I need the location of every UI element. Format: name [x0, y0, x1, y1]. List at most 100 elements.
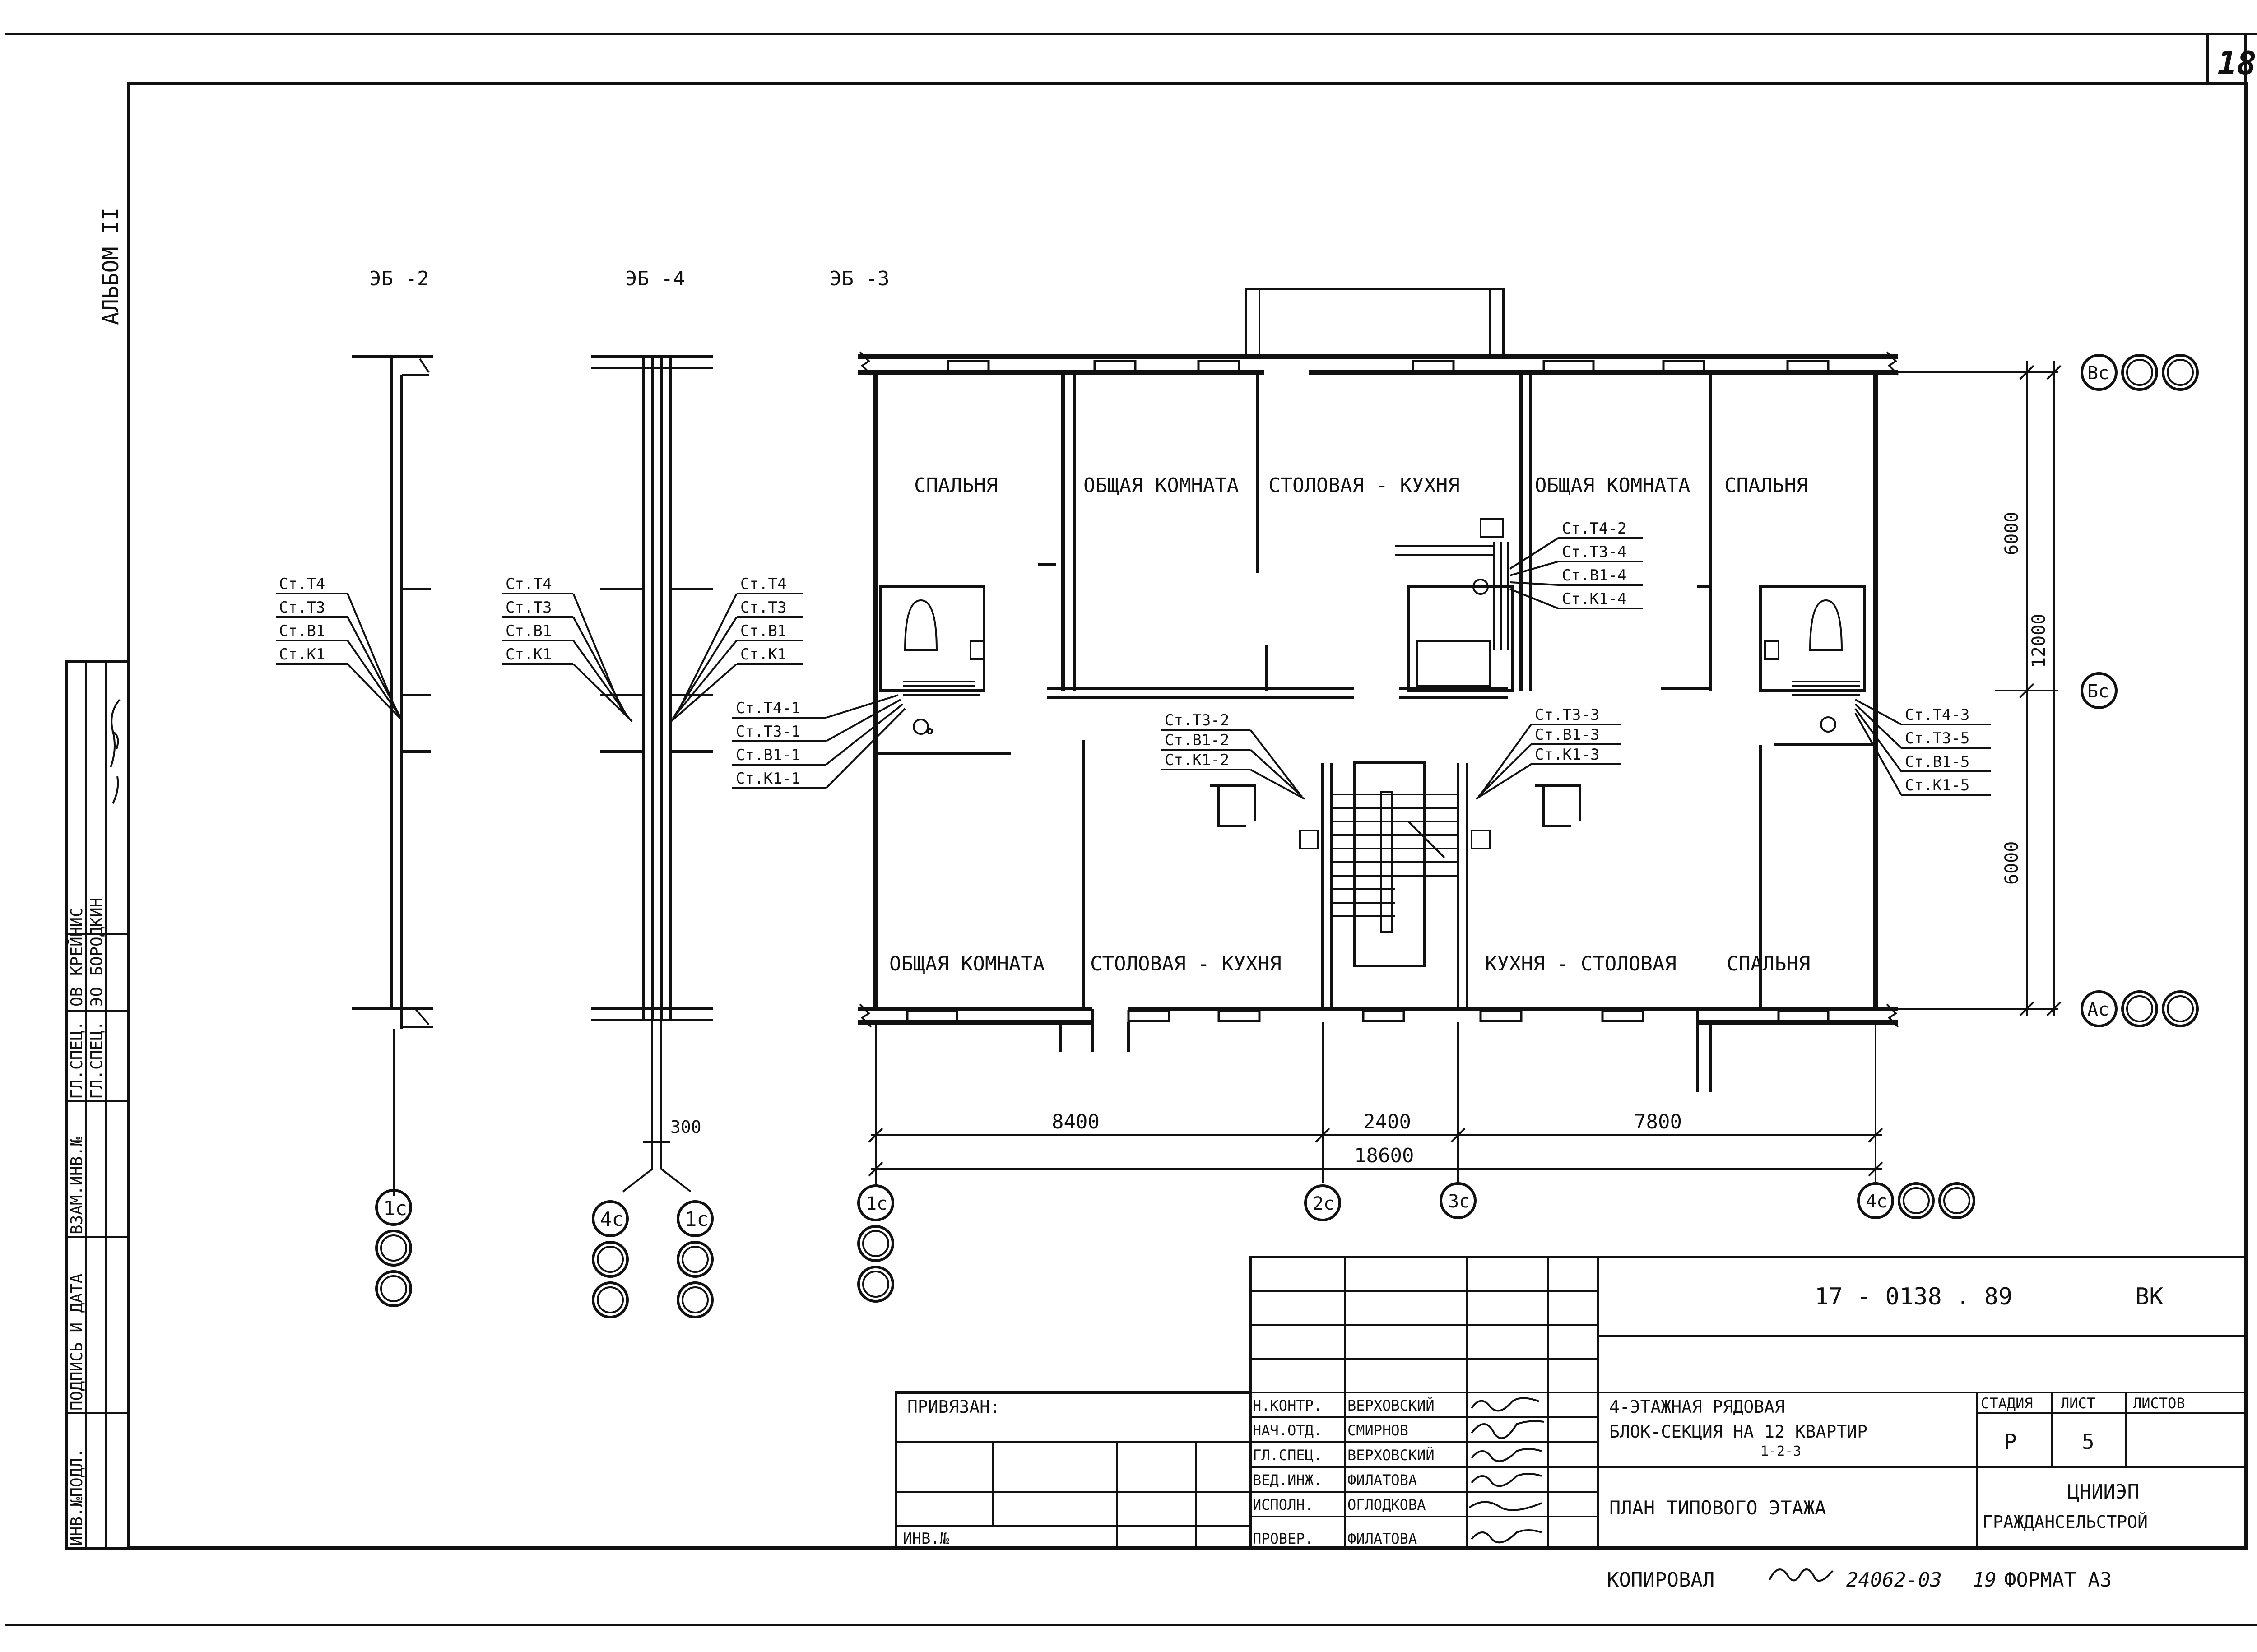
axis-as: Ас — [2087, 999, 2109, 1020]
footer-order: 24062-03 — [1846, 1568, 1942, 1592]
signatures — [1468, 1397, 1544, 1544]
sheet-header: ЛИСТ — [2061, 1395, 2095, 1412]
room-top-2: ОБЩАЯ КОМНАТА — [1083, 474, 1239, 497]
doc-code: 17 - 0138 . 89 — [1815, 1283, 2012, 1310]
eb4-right-label-t3: Ст.Т3 — [740, 599, 786, 617]
axis-1c: 1с — [866, 1193, 887, 1214]
riser-callouts-g5: Ст.Т4-3 Ст.Т3-5 Ст.В1-5 Ст.К1-5 — [1854, 699, 1991, 796]
object-line-1: 4-ЭТАЖНАЯ РЯДОВАЯ — [1609, 1397, 1785, 1417]
role-ved-inzh: ВЕД.ИНЖ. — [1253, 1471, 1322, 1489]
eb4-title: ЭБ -4 — [625, 267, 685, 290]
axis-vs: Вс — [2087, 363, 2109, 384]
floor-plan — [858, 288, 1899, 1092]
axis-2c: 2с — [1313, 1193, 1334, 1214]
axis-bs: Бс — [2087, 681, 2109, 702]
stamp-dept-2: ЭО — [88, 987, 106, 1007]
stamp-name-2: БОРОДКИН — [88, 898, 106, 976]
object-line-2: БЛОК-СЕКЦИЯ НА 12 КВАРТИР — [1609, 1422, 1867, 1442]
riser-callouts-g3: Ст.Т3-3 Ст.В1-3 Ст.К1-3 — [1475, 706, 1621, 800]
role-nach-otd: НАЧ.ОТД. — [1253, 1422, 1322, 1439]
eb3-title: ЭБ -3 — [830, 267, 889, 290]
stamp-dept-1: ОВ — [68, 987, 86, 1007]
stamp-col-inv-podl: ИНВ.№ПОДЛ. — [68, 1448, 86, 1546]
dim-18600: 18600 — [1354, 1144, 1414, 1167]
dim-12000: 12000 — [2029, 614, 2049, 668]
eb4-left-label-t3: Ст.Т3 — [506, 599, 552, 617]
dim-8400: 8400 — [1052, 1110, 1100, 1133]
plan-axis-markers: 1с 2с 3с 4с Вс Бс Ас — [857, 354, 2199, 1303]
sheet-number: 18 — [2217, 44, 2257, 82]
stamp-col-vzam-inv: ВЗАМ.ИНВ.№ — [68, 1137, 86, 1234]
sheet-number-box: 18 — [2206, 34, 2257, 84]
g4-k1: Ст.К1-4 — [1562, 590, 1626, 608]
footer-format: ФОРМАТ А3 — [2004, 1568, 2112, 1592]
riser-callouts-g1: Ст.Т4-1 Ст.Т3-1 Ст.В1-1 Ст.К1-1 — [732, 694, 906, 789]
g2-t3: Ст.Т3-2 — [1165, 711, 1229, 729]
object-line-3: 1-2-3 — [1760, 1443, 1801, 1459]
room-top-5: СПАЛЬНЯ — [1724, 474, 1808, 497]
eb4-right-label-t4: Ст.Т4 — [740, 575, 786, 593]
room-top-1: СПАЛЬНЯ — [914, 474, 998, 497]
copier-signature — [1769, 1568, 1834, 1582]
eb2-riser-labels: Ст.Т4 Ст.Т3 Ст.В1 Ст.К1 — [276, 575, 403, 721]
g5-v1: Ст.В1-5 — [1905, 753, 1969, 771]
stage-header: СТАДИЯ — [1981, 1395, 2033, 1412]
eb4-left-label-t4: Ст.Т4 — [506, 575, 552, 593]
g1-k1: Ст.К1-1 — [736, 770, 800, 788]
eb4-offset-dim: 300 — [670, 1117, 701, 1137]
g5-t3: Ст.Т3-5 — [1905, 729, 1969, 747]
dim-2400: 2400 — [1363, 1110, 1411, 1133]
org-line-2: ГРАЖДАНСЕЛЬСТРОЙ — [1983, 1512, 2148, 1532]
stamp-role-2: ГЛ.СПЕЦ. — [88, 1021, 106, 1099]
eb2-axis-markers: 1с — [375, 1189, 412, 1307]
riser-callouts-g2: Ст.Т3-2 Ст.В1-2 Ст.К1-2 — [1161, 711, 1305, 800]
room-top-3: СТОЛОВАЯ - КУХНЯ — [1268, 474, 1460, 497]
sheet-no-value: 5 — [2082, 1429, 2094, 1454]
stamp-col-sign-date: ПОДПИСЬ И ДАТА — [68, 1273, 86, 1411]
riser-eb4: ЭБ -4 300 Ст.Т4 Ст.Т3 Ст.В1 Ст.К1 Ст — [502, 267, 803, 1318]
sheet-title: ПЛАН ТИПОВОГО ЭТАЖА — [1609, 1497, 1826, 1519]
stamp-signature — [110, 699, 121, 804]
g4-t3: Ст.Т3-4 — [1562, 543, 1626, 561]
left-stamp: ГЛ.СПЕЦ. ГЛ.СПЕЦ. ОВ ЭО КРЕЙНИС БОРОДКИН… — [65, 660, 130, 1550]
g1-t3: Ст.Т3-1 — [736, 723, 800, 741]
eb2-label-t4: Ст.Т4 — [279, 575, 325, 593]
eb4-right-label-k1: Ст.К1 — [740, 645, 786, 664]
g5-k1: Ст.К1-5 — [1905, 776, 1969, 794]
g3-k1: Ст.К1-3 — [1535, 746, 1599, 764]
room-bottom-1: ОБЩАЯ КОМНАТА — [889, 952, 1045, 975]
eb4-left-label-k1: Ст.К1 — [506, 645, 552, 664]
g2-k1: Ст.К1-2 — [1165, 751, 1229, 769]
room-labels: СПАЛЬНЯ ОБЩАЯ КОМНАТА СТОЛОВАЯ - КУХНЯ О… — [889, 474, 1810, 975]
album-label: АЛЬБОМ II — [98, 208, 124, 325]
footer: КОПИРОВАЛ 24062-03 19 ФОРМАТ А3 — [1607, 1568, 2112, 1592]
name-4: ФИЛАТОВА — [1347, 1471, 1417, 1489]
g4-t4: Ст.Т4-2 — [1562, 520, 1626, 538]
room-bottom-3: КУХНЯ - СТОЛОВАЯ — [1485, 952, 1676, 975]
eb4-axis-markers: 4с 1с — [592, 1200, 714, 1318]
stamp-name-1: КРЕЙНИС — [67, 907, 86, 976]
name-2: СМИРНОВ — [1347, 1422, 1408, 1439]
eb2-label-v1: Ст.В1 — [279, 622, 325, 640]
footer-copied: КОПИРОВАЛ — [1607, 1568, 1714, 1592]
name-6: ФИЛАТОВА — [1347, 1530, 1417, 1547]
eb4-axis-right: 1с — [685, 1208, 709, 1231]
room-bottom-4: СПАЛЬНЯ — [1727, 952, 1810, 975]
stage-value: Р — [2004, 1429, 2017, 1454]
footer-format-no: 19 — [1973, 1568, 1997, 1592]
name-3: ВЕРХОВСКИЙ — [1347, 1447, 1435, 1464]
role-ispoln: ИСПОЛН. — [1253, 1496, 1314, 1513]
role-n-kontr: Н.КОНТР. — [1253, 1397, 1322, 1414]
riser-callouts-g4: Ст.Т4-2 Ст.Т3-4 Ст.В1-4 Ст.К1-4 — [1509, 520, 1643, 609]
horizontal-dimensions: 8400 2400 7800 18600 — [868, 1022, 1883, 1183]
g5-t4: Ст.Т4-3 — [1905, 706, 1969, 724]
riser-eb2: ЭБ -2 Ст.Т4 Ст.Т3 Ст.В1 Ст.К1 1с — [276, 267, 433, 1307]
vertical-dimensions: 6000 6000 12000 — [1898, 361, 2062, 1016]
dim-6000-bottom: 6000 — [2002, 841, 2022, 885]
g1-v1: Ст.В1-1 — [736, 746, 800, 764]
eb2-title: ЭБ -2 — [369, 267, 429, 290]
eb4-left-label-v1: Ст.В1 — [506, 622, 552, 640]
room-bottom-2: СТОЛОВАЯ - КУХНЯ — [1090, 952, 1282, 975]
name-1: ВЕРХОВСКИЙ — [1347, 1397, 1435, 1414]
